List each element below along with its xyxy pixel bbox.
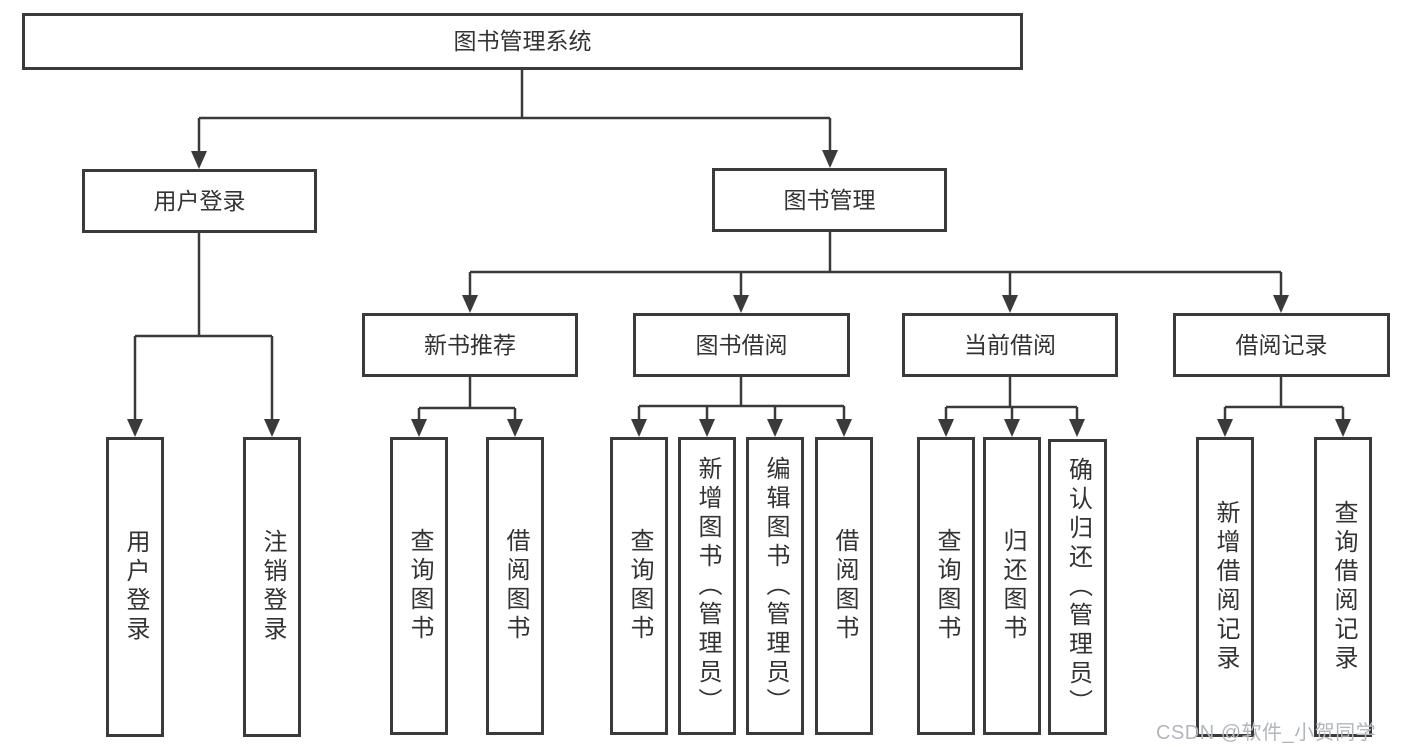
connector-book-management bbox=[462, 232, 1289, 313]
leaf-query-books-1: 查询图书 bbox=[390, 437, 448, 735]
node-new-book-recommend: 新书推荐 bbox=[362, 313, 578, 377]
connector-user-login bbox=[127, 233, 280, 437]
node-borrow-records: 借阅记录 bbox=[1173, 313, 1390, 377]
node-book-management: 图书管理 bbox=[712, 168, 947, 232]
leaf-logout: 注销登录 bbox=[243, 437, 301, 737]
leaf-borrow-books-2: 借阅图书 bbox=[815, 437, 873, 735]
connector-book-borrow bbox=[631, 377, 852, 437]
leaf-return-books: 归还图书 bbox=[983, 437, 1041, 735]
connector-new-book-recommend bbox=[411, 377, 523, 437]
leaf-user-login: 用户登录 bbox=[106, 437, 164, 737]
leaf-query-books-2: 查询图书 bbox=[610, 437, 668, 735]
node-book-borrow: 图书借阅 bbox=[633, 313, 850, 377]
node-user-login: 用户登录 bbox=[82, 169, 317, 233]
leaf-query-books-3: 查询图书 bbox=[917, 437, 975, 735]
csdn-watermark: CSDN @软件_小贺同学 bbox=[1156, 722, 1377, 744]
leaf-confirm-return-admin: 确认归还（管理员） bbox=[1048, 439, 1107, 735]
leaf-query-borrow-record: 查询借阅记录 bbox=[1314, 437, 1372, 737]
connector-current-borrow bbox=[938, 377, 1085, 437]
node-current-borrow: 当前借阅 bbox=[902, 313, 1118, 377]
leaf-edit-books-admin: 编辑图书（管理员） bbox=[746, 437, 804, 735]
connector-root bbox=[191, 70, 838, 169]
leaf-borrow-books-1: 借阅图书 bbox=[486, 437, 544, 735]
connector-borrow-records bbox=[1217, 377, 1351, 437]
node-root: 图书管理系统 bbox=[22, 13, 1023, 70]
leaf-add-books-admin: 新增图书（管理员） bbox=[678, 437, 736, 735]
leaf-add-borrow-record: 新增借阅记录 bbox=[1196, 437, 1254, 737]
